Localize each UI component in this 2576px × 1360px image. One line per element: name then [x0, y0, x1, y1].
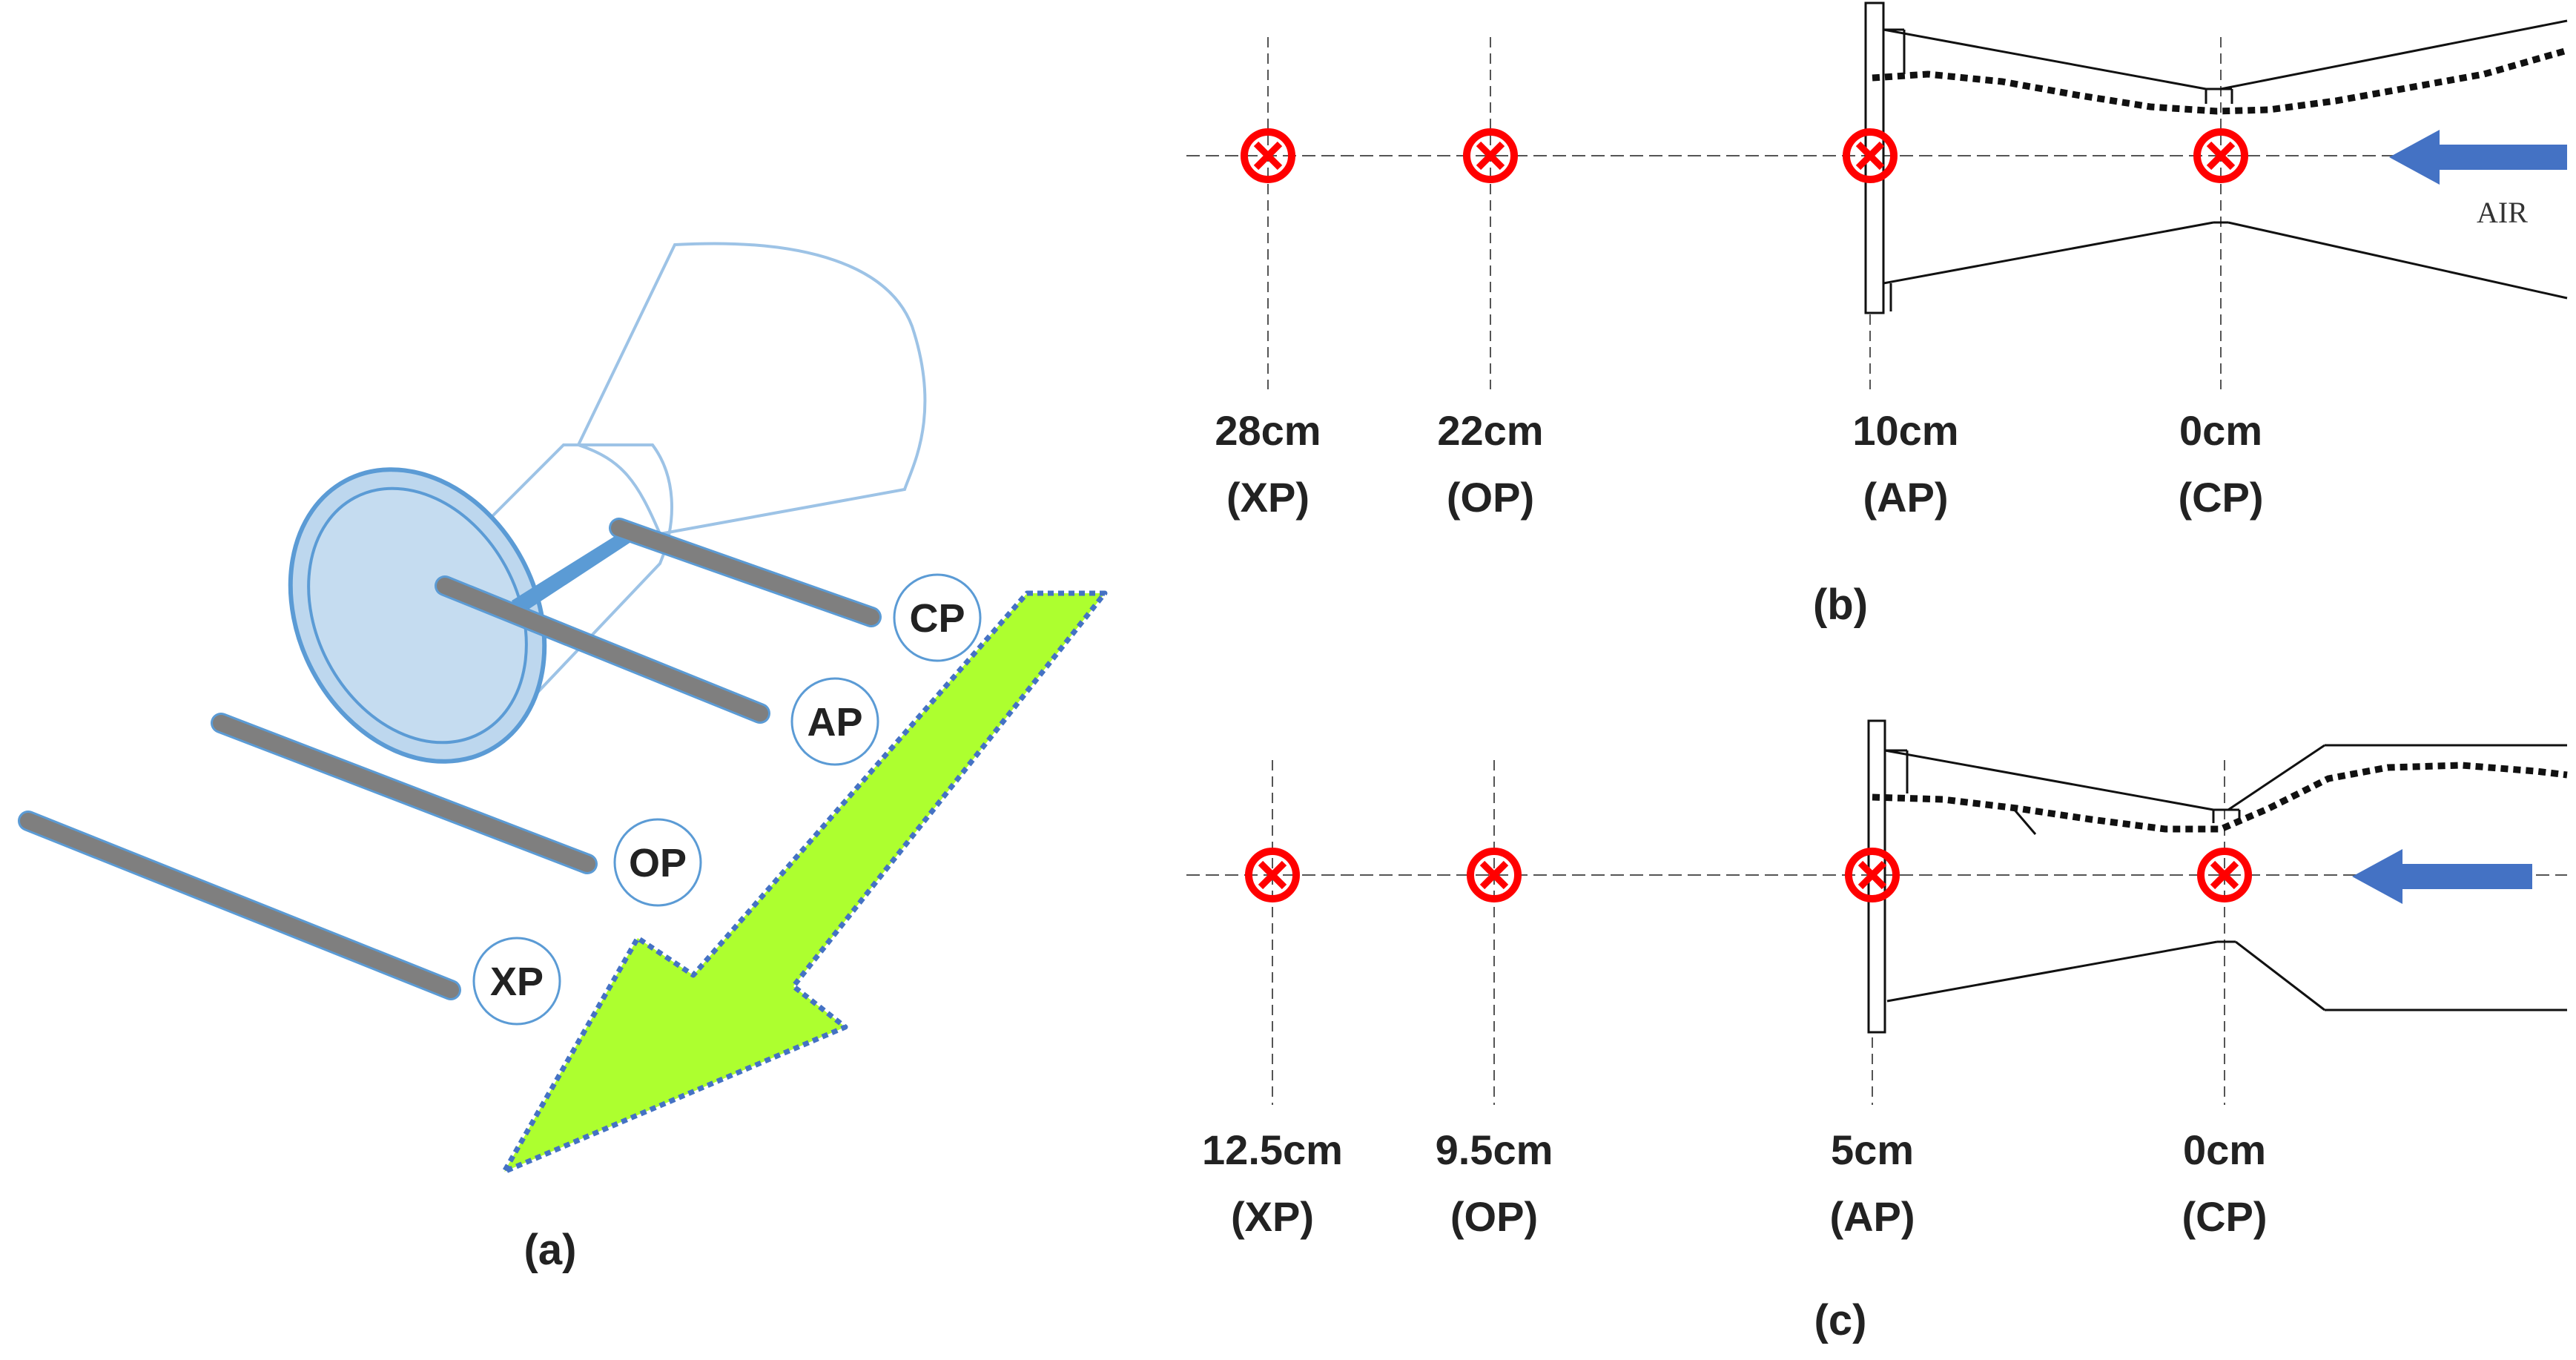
nozzle-beam	[512, 526, 638, 615]
panel-c-label-cp-name: (CP)	[2182, 1193, 2267, 1240]
panel-c-label-ap-name: (AP)	[1829, 1193, 1915, 1240]
panel-a: CP AP OP XP (a)	[18, 242, 1108, 1274]
panel-b-label-cp-distance: 0cm	[2179, 407, 2262, 454]
panel-b-caption: (b)	[1813, 581, 1868, 629]
panel-c-label-xp-distance: 12.5cm	[1202, 1126, 1343, 1173]
panel-c-air-arrow	[2352, 849, 2532, 904]
svg-text:OP: OP	[629, 841, 687, 885]
svg-text:AP: AP	[807, 700, 862, 745]
svg-text:CP: CP	[909, 596, 965, 641]
panel-b: AIR 28cm (XP) 22cm (OP) 10cm (AP) 0cm (C…	[1186, 1, 2569, 629]
panel-c-label-cp-distance: 0cm	[2183, 1126, 2266, 1173]
panel-c: 12.5cm (XP) 9.5cm (OP) 5cm (AP) 0cm (CP)…	[1186, 719, 2568, 1344]
probe-ap-rod	[435, 575, 770, 724]
panel-b-label-op-name: (OP)	[1447, 474, 1534, 521]
panel-b-label-xp-name: (XP)	[1226, 474, 1310, 521]
probe-op-rod	[211, 713, 598, 874]
nozzle-bell-outline	[576, 242, 927, 536]
probe-label-cp: CP	[893, 573, 982, 662]
nozzle-inner-face	[307, 486, 528, 745]
panel-c-label-op-name: (OP)	[1450, 1193, 1538, 1240]
probe-label-op: OP	[613, 818, 702, 907]
probe-label-ap: AP	[790, 677, 879, 766]
panel-c-label-op-distance: 9.5cm	[1436, 1126, 1553, 1173]
panel-c-velocity-profile	[1872, 762, 2568, 833]
probe-xp-rod	[18, 811, 461, 1000]
probe-cp-rod	[609, 518, 882, 627]
panel-c-label-xp-name: (XP)	[1231, 1193, 1314, 1240]
panel-b-air-arrow	[2389, 130, 2567, 185]
flow-direction-arrow	[501, 590, 1108, 1175]
panel-c-caption: (c)	[1814, 1296, 1867, 1344]
panel-b-label-ap-distance: 10cm	[1852, 407, 1958, 454]
panel-b-velocity-profile	[1872, 47, 2569, 115]
panel-b-label-ap-name: (AP)	[1863, 474, 1948, 521]
panel-b-nozzle	[1864, 1, 2568, 314]
probe-label-xp: XP	[472, 937, 561, 1026]
panel-c-label-ap-distance: 5cm	[1831, 1126, 1914, 1173]
svg-text:XP: XP	[490, 960, 544, 1004]
panel-b-label-op-distance: 22cm	[1437, 407, 1543, 454]
panel-b-air-label: AIR	[2477, 196, 2528, 229]
panel-b-label-xp-distance: 28cm	[1215, 407, 1321, 454]
panel-b-label-cp-name: (CP)	[2178, 474, 2263, 521]
panel-a-caption: (a)	[524, 1226, 577, 1274]
